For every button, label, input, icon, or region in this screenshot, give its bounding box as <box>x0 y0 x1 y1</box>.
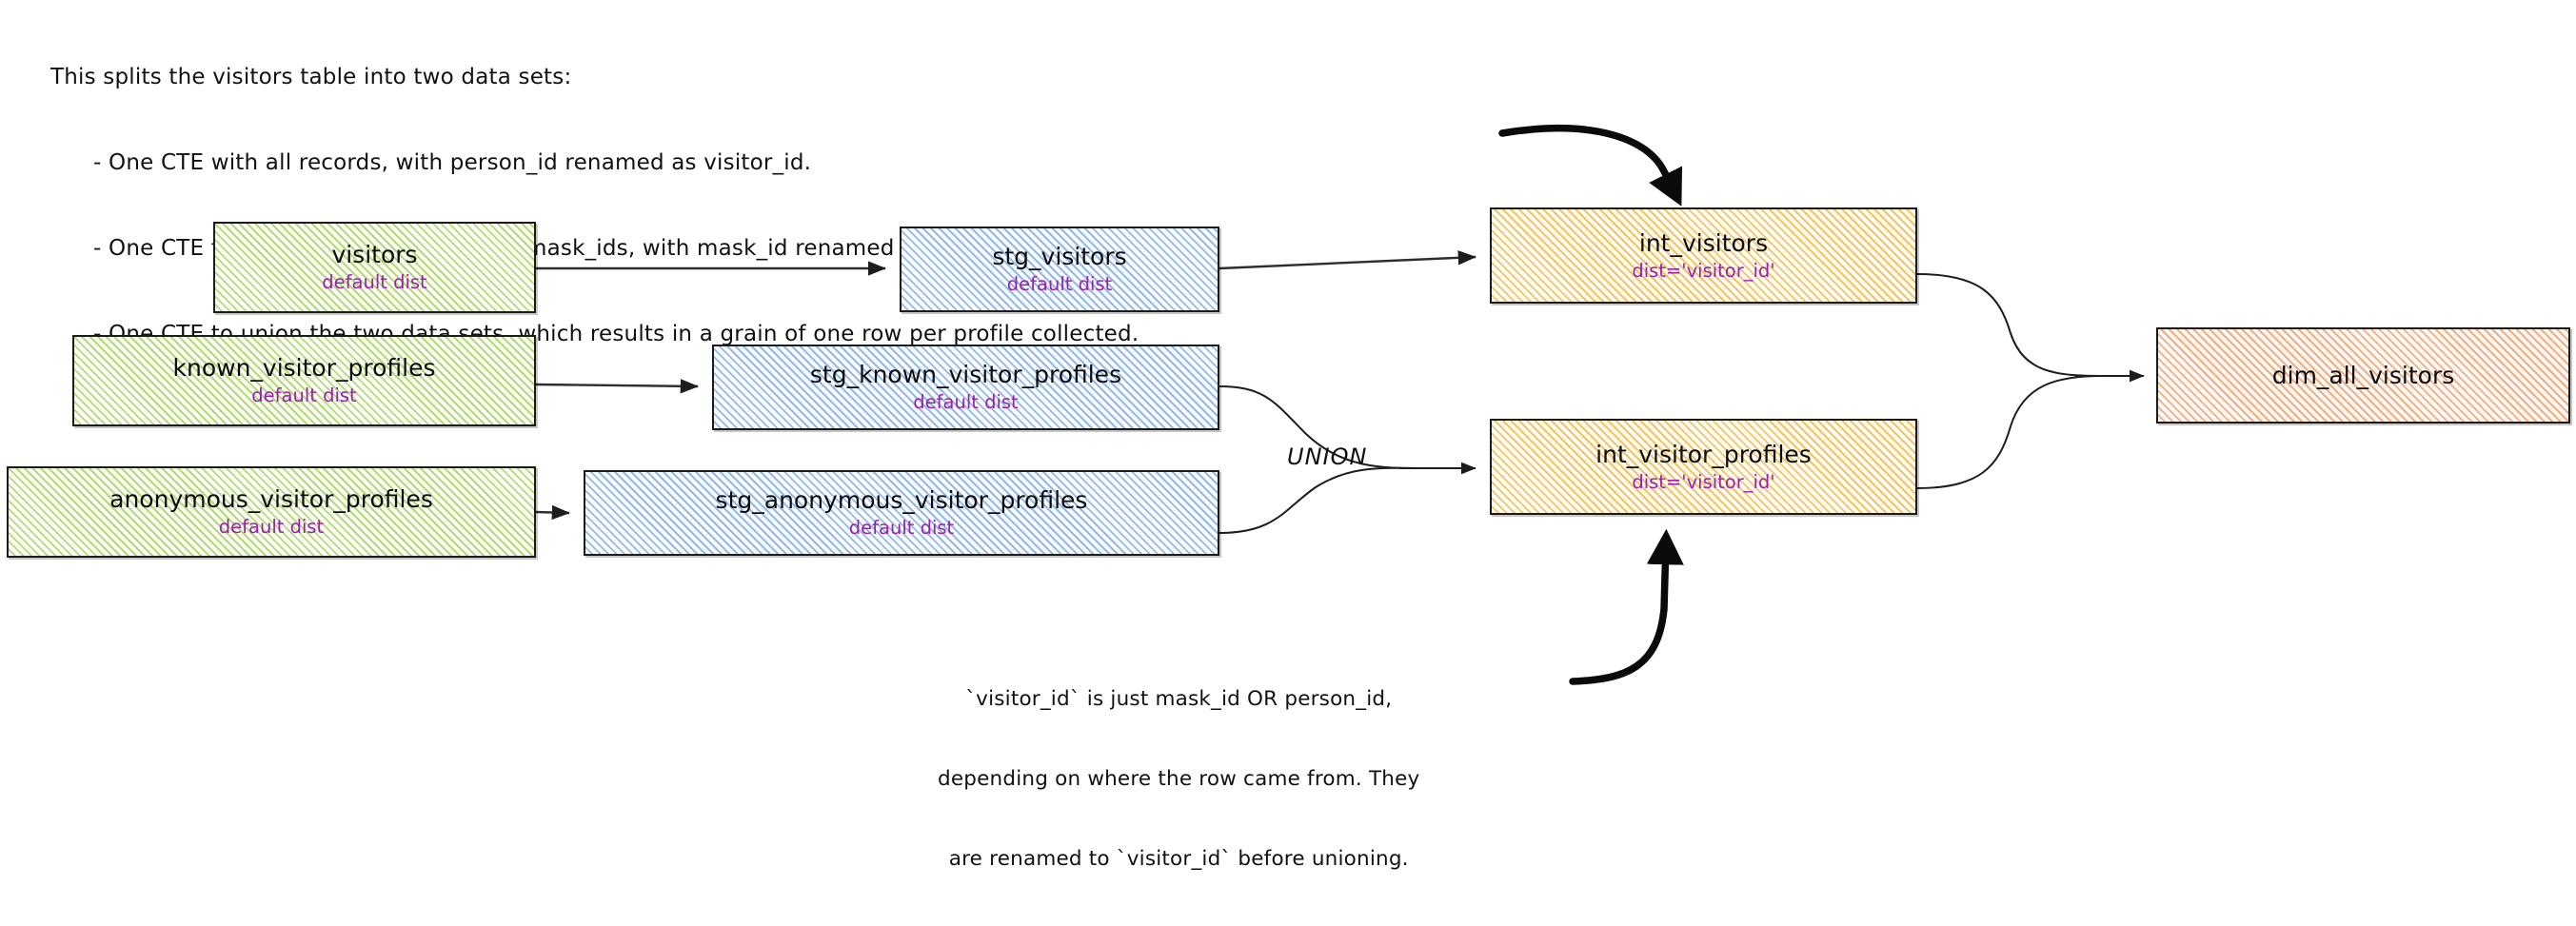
node-int-visitor-profiles[interactable]: int_visitor_profiles dist='visitor_id' <box>1490 419 1917 515</box>
bottom-annotation-line-3: are renamed to `visitor_id` before union… <box>948 847 1409 871</box>
edge-stg-anonymous-to-int-profiles <box>1219 466 1427 534</box>
node-subtitle: default dist <box>322 271 427 293</box>
node-visitors[interactable]: visitors default dist <box>213 222 536 313</box>
bottom-annotation-line-2: depending on where the row came from. Th… <box>938 767 1420 791</box>
node-title: known_visitor_profiles <box>172 354 436 382</box>
node-subtitle: default dist <box>848 517 955 539</box>
node-int-visitors[interactable]: int_visitors dist='visitor_id' <box>1490 207 1917 304</box>
node-dim-all-visitors[interactable]: dim_all_visitors <box>2156 327 2570 424</box>
node-stg-known-visitor-profiles[interactable]: stg_known_visitor_profiles default dist <box>712 345 1219 430</box>
union-edge-label: UNION <box>1287 443 1368 470</box>
node-subtitle: dist='visitor_id' <box>1632 470 1775 493</box>
annotation-arrow-bottom-to-int-profiles <box>1569 528 1684 685</box>
node-anonymous-visitor-profiles[interactable]: anonymous_visitor_profiles default dist <box>7 466 536 558</box>
node-subtitle: dist='visitor_id' <box>1632 259 1775 282</box>
edge-stg-visitors-to-int-visitors <box>1219 250 1476 270</box>
node-subtitle: default dist <box>218 516 325 538</box>
edge-int-visitors-to-dim <box>1916 273 2105 377</box>
node-known-visitor-profiles[interactable]: known_visitor_profiles default dist <box>72 335 536 426</box>
bottom-annotation-line-1: `visitor_id` is just mask_id OR person_i… <box>965 687 1393 711</box>
node-stg-visitors[interactable]: stg_visitors default dist <box>900 227 1219 312</box>
diagram-canvas: This splits the visitors table into two … <box>7 65 2570 871</box>
node-title: stg_known_visitor_profiles <box>809 361 1122 388</box>
bottom-annotation: `visitor_id` is just mask_id OR person_i… <box>938 633 1419 926</box>
node-subtitle: default dist <box>1006 273 1113 295</box>
node-subtitle: default dist <box>913 391 1019 413</box>
header-annotation-line-1: This splits the visitors table into two … <box>50 65 572 89</box>
header-annotation-line-2: - One CTE with all records, with person_… <box>93 150 812 175</box>
annotation-arrow-header-to-int-visitors <box>1498 124 1683 207</box>
node-title: int_visitor_profiles <box>1595 440 1812 468</box>
edge-int-profiles-to-dim <box>1916 375 2105 489</box>
node-title: dim_all_visitors <box>2271 361 2455 389</box>
node-title: int_visitors <box>1638 228 1769 257</box>
node-stg-anonymous-visitor-profiles[interactable]: stg_anonymous_visitor_profiles default d… <box>584 470 1219 556</box>
edge-anonymous-to-stg-anonymous <box>535 504 570 521</box>
node-title: anonymous_visitor_profiles <box>109 485 433 513</box>
node-title: stg_anonymous_visitor_profiles <box>715 486 1088 514</box>
node-subtitle: default dist <box>251 384 357 406</box>
node-title: visitors <box>331 241 418 268</box>
node-title: stg_visitors <box>992 243 1127 270</box>
